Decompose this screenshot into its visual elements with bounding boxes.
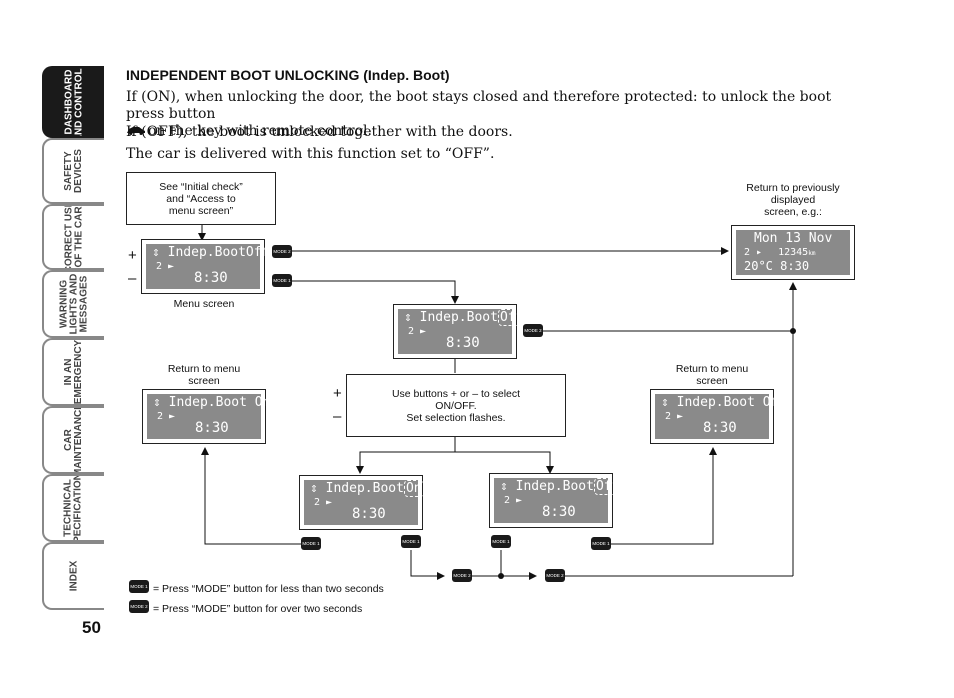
tab-index[interactable]: INDEX: [42, 542, 104, 610]
tab-car-maintenance[interactable]: CAR MAINTENANCE: [42, 406, 104, 474]
mode1-button-on-confirm[interactable]: MODE 1: [401, 535, 421, 548]
tab-correct-use[interactable]: CORRECT USE OF THE CAR: [42, 204, 104, 270]
paragraph-off: If (OFF), the boot is unlocked together …: [126, 124, 513, 140]
tab-warning-lights[interactable]: WARNING LIGHTS AND MESSAGES: [42, 270, 104, 338]
paragraph-on-part2: on the key with remote control.: [148, 123, 372, 139]
menu-screen-label: Menu screen: [173, 298, 235, 310]
display-menu-screen: ⇕ Indep.BootOff 2 ► 8:30: [141, 239, 269, 294]
display-return-on: ⇕ Indep.Boot On 2 ► 8:30: [142, 389, 270, 444]
plus-sign-mid: +: [333, 385, 342, 402]
return-menu-left-label: Return to menu screen: [167, 363, 241, 387]
legend-mode1-icon: MODE 1: [129, 580, 149, 593]
display-previous-screen: Mon 13 Nov 2 ▸ 12345km 20°C 8:30: [731, 225, 855, 280]
mode1-button-off-confirm[interactable]: MODE 1: [491, 535, 511, 548]
section-heading: INDEPENDENT BOOT UNLOCKING (Indep. Boot): [126, 67, 450, 83]
display-return-off: ⇕ Indep.Boot Off 2 ► 8:30: [650, 389, 786, 444]
mode1-button-menu[interactable]: MODE 1: [272, 274, 292, 287]
car-key-icon: [126, 123, 148, 140]
page-number: 50: [82, 618, 101, 637]
mode2-button-menu[interactable]: MODE 2: [272, 245, 292, 258]
legend-mode1-text: = Press “MODE” button for less than two …: [153, 583, 384, 595]
mode2-button-exit-a[interactable]: MODE 2: [452, 569, 472, 582]
mode1-button-off-return[interactable]: MODE 1: [591, 537, 611, 550]
tab-technical-specifications[interactable]: TECHNICAL SPECIFICATIONS: [42, 474, 104, 542]
legend-mode2-icon: MODE 2: [129, 600, 149, 613]
instruction-box: Use buttons + or – to select ON/OFF. Set…: [346, 374, 566, 437]
mode1-button-on-return[interactable]: MODE 1: [301, 537, 321, 550]
initial-check-note: See “Initial check” and “Access to menu …: [126, 172, 276, 225]
minus-sign-mid: –: [333, 408, 342, 425]
mode2-button-selection[interactable]: MODE 2: [523, 324, 543, 337]
return-menu-right-label: Return to menu screen: [675, 363, 749, 387]
tab-in-an-emergency[interactable]: IN AN EMERGENCY: [42, 338, 104, 406]
paragraph-on: If (ON), when unlocking the door, the bo…: [126, 89, 856, 140]
paragraph-default: The car is delivered with this function …: [126, 146, 495, 162]
paragraph-on-part1: If (ON), when unlocking the door, the bo…: [126, 89, 832, 122]
minus-sign-top: –: [128, 270, 137, 287]
legend-mode2-text: = Press “MODE” button for over two secon…: [153, 603, 363, 615]
tab-safety-devices[interactable]: SAFETY DEVICES: [42, 138, 104, 204]
return-previous-label: Return to previously displayed screen, e…: [746, 182, 840, 218]
plus-sign-top: +: [128, 247, 137, 264]
mode2-button-exit-b[interactable]: MODE 2: [545, 569, 565, 582]
tab-dashboard-and-controls[interactable]: DASHBOARD AND CONTROLS: [42, 66, 104, 138]
